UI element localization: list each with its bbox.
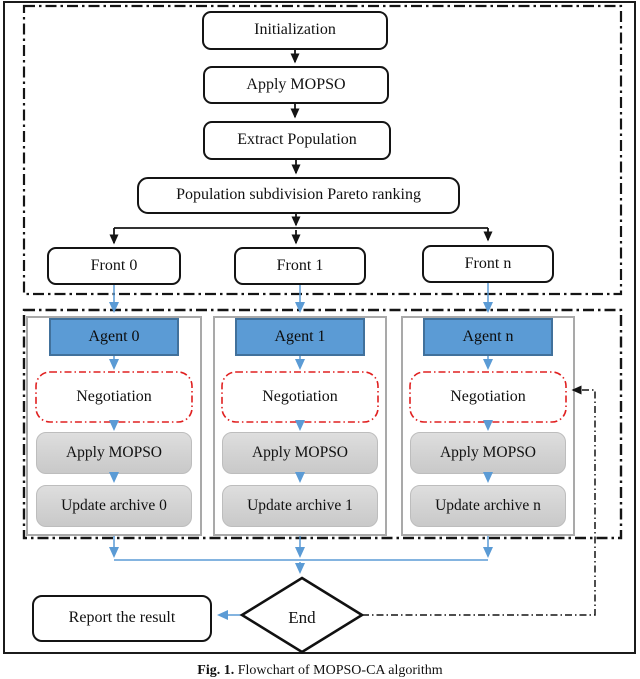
node-negotiation-n: Negotiation [410, 372, 566, 422]
node-report-result: Report the result [32, 595, 212, 642]
node-front-n: Front n [422, 245, 554, 283]
node-negotiation-0: Negotiation [36, 372, 192, 422]
caption-text: Flowchart of MOPSO-CA algorithm [234, 663, 443, 678]
node-apply-mopso-0: Apply MOPSO [36, 432, 192, 474]
node-front-1: Front 1 [234, 247, 366, 285]
node-agent-n: Agent n [423, 318, 553, 356]
node-update-archive-0: Update archive 0 [36, 485, 192, 527]
node-pareto-ranking: Population subdivision Pareto ranking [137, 177, 460, 214]
node-apply-mopso-1: Apply MOPSO [222, 432, 378, 474]
node-end-label: End [288, 608, 316, 627]
node-apply-mopso-n: Apply MOPSO [410, 432, 566, 474]
figure-caption: Fig. 1. Flowchart of MOPSO-CA algorithm [0, 663, 640, 679]
node-apply-mopso: Apply MOPSO [203, 66, 389, 104]
node-extract-population: Extract Population [203, 121, 391, 160]
caption-prefix: Fig. 1. [197, 663, 235, 678]
node-initialization: Initialization [202, 11, 388, 50]
node-agent-0: Agent 0 [49, 318, 179, 356]
node-update-archive-1: Update archive 1 [222, 485, 378, 527]
node-negotiation-1: Negotiation [222, 372, 378, 422]
node-agent-1: Agent 1 [235, 318, 365, 356]
node-update-archive-n: Update archive n [410, 485, 566, 527]
node-front-0: Front 0 [47, 247, 181, 285]
